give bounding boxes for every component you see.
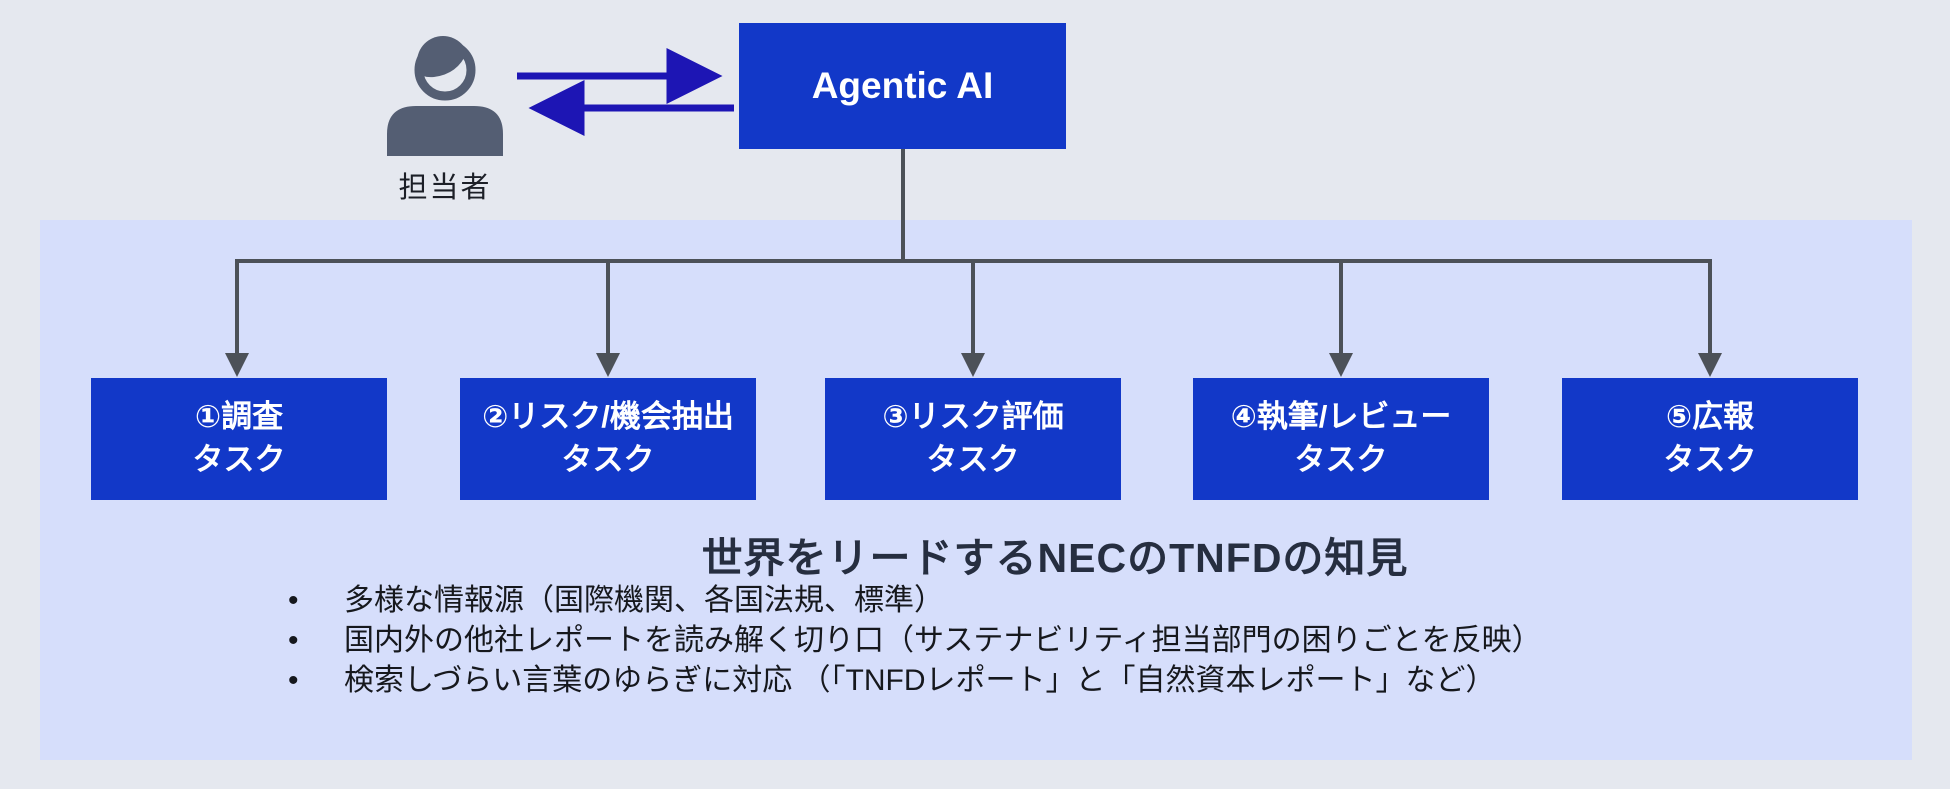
person-icon [387, 36, 503, 156]
task-box-line1: ③リスク評価 [882, 399, 1064, 435]
agentic-ai-box: Agentic AI [739, 23, 1066, 149]
knowledge-title: 世界をリードするNECのTNFDの知見 [701, 535, 1409, 581]
exchange-arrows [517, 48, 734, 136]
task-box-line1: ⑤広報 [1665, 399, 1755, 435]
task-box-research: ①調査 タスク [91, 378, 387, 500]
task-box-line1: ②リスク/機会抽出 [482, 399, 734, 435]
task-box-line1: ①調査 [194, 399, 284, 435]
person-label: 担当者 [398, 172, 492, 204]
task-box-line2: タスク [1663, 442, 1757, 477]
task-box-pr: ⑤広報 タスク [1562, 378, 1858, 500]
agentic-ai-label: Agentic AI [811, 65, 994, 106]
task-box-line2: タスク [926, 442, 1020, 477]
knowledge-bullet: 国内外の他社レポートを読み解く切り口（サステナビリティ担当部門の困りごとを反映） [282, 621, 1542, 661]
knowledge-bullet: 検索しづらい言葉のゆらぎに対応 （「TNFDレポート」と「自然資本レポート」など… [282, 661, 1542, 701]
task-box-line2: タスク [192, 442, 286, 477]
knowledge-bullet: 多様な情報源（国際機関、各国法規、標準） [282, 581, 1542, 621]
task-box-risk-evaluation: ③リスク評価 タスク [825, 378, 1121, 500]
task-box-writing-review: ④執筆/レビュー タスク [1193, 378, 1489, 500]
task-box-risk-opportunity: ②リスク/機会抽出 タスク [460, 378, 756, 500]
task-box-line2: タスク [561, 442, 655, 477]
knowledge-bullet-list: 多様な情報源（国際機関、各国法規、標準） 国内外の他社レポートを読み解く切り口（… [282, 581, 1542, 701]
task-box-line2: タスク [1294, 442, 1388, 477]
task-box-line1: ④執筆/レビュー [1230, 399, 1452, 435]
person-figure: 担当者 [379, 30, 511, 206]
